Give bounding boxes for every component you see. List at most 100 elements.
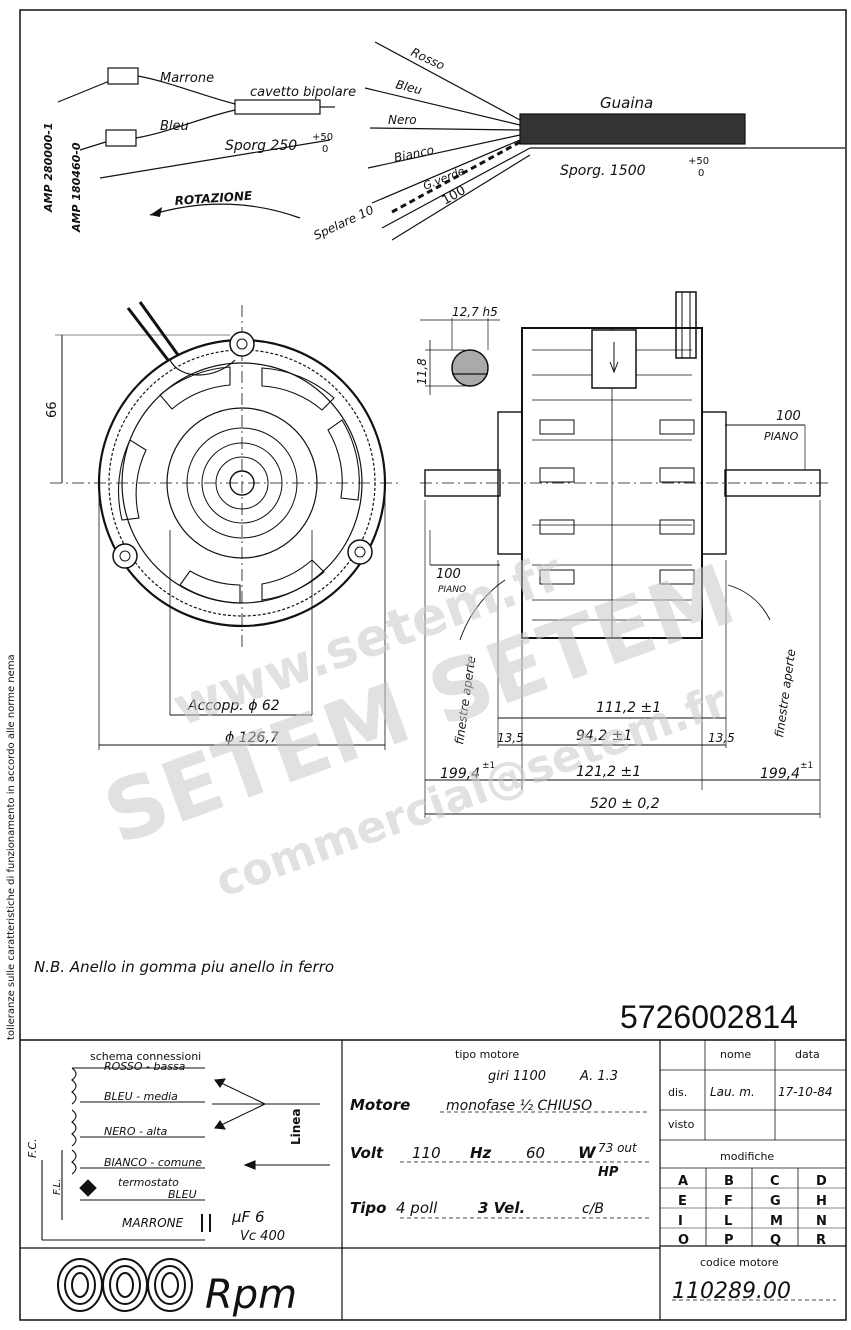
mod-letter: M <box>770 1214 783 1229</box>
schema-fl: F.L. <box>52 1179 63 1195</box>
schema-rosso: ROSSO - bassa <box>104 1060 186 1073</box>
speeds-value: 3 Vel. <box>478 1199 525 1217</box>
motor-code-label: codice motore <box>700 1256 779 1269</box>
title-block-grid <box>20 1039 846 1320</box>
hz-label: Hz <box>470 1144 492 1162</box>
piano-left-label: PIANO <box>438 585 466 595</box>
volt-value: 110 <box>412 1144 441 1162</box>
mod-letter: H <box>816 1194 827 1209</box>
schema-bianco: BIANCO - comune <box>104 1156 202 1169</box>
side-tolerance-note: tolleranze sulle caratteristiche di funz… <box>6 654 17 1040</box>
schema-bleu2: BLEU <box>168 1188 197 1201</box>
sheath-label: Guaina <box>600 94 653 112</box>
rotation-arrow-icon <box>150 207 162 217</box>
wire-bleu2-label: Bleu <box>394 77 424 97</box>
schema-title: schema connessioni <box>90 1050 201 1063</box>
sporg-1500-label: Sporg. 1500 <box>560 163 646 179</box>
motor-label: Motore <box>350 1096 410 1114</box>
mod-letter: F <box>724 1194 733 1209</box>
sporg-1500-tol-up: +50 <box>688 156 709 167</box>
schema-fc: F.C. <box>26 1138 39 1158</box>
dim-13-5-right: 13,5 <box>708 731 735 745</box>
mod-letter: P <box>724 1233 734 1248</box>
hp-label: HP <box>598 1165 619 1180</box>
dim-199-4-right-tol: ±1 <box>800 761 813 771</box>
tipo-label: Tipo <box>350 1199 386 1217</box>
logo-text: Rpm <box>205 1272 297 1318</box>
connection-schematic <box>41 1067 330 1241</box>
mod-letter: N <box>816 1214 827 1229</box>
sporg-250-tol-up: +50 <box>312 132 333 143</box>
company-logo: Rpm <box>57 1258 297 1318</box>
hz-value: 60 <box>526 1144 545 1162</box>
sporg-250-tol-down: 0 <box>322 144 328 155</box>
sheet-border <box>19 9 847 1321</box>
connector-label-2: AMP 180460-0 <box>70 142 83 233</box>
schema-linea: Linea <box>289 1108 303 1145</box>
schema-nero: NERO - alta <box>104 1125 168 1138</box>
mod-letter: O <box>678 1233 689 1248</box>
dim-199-4-right: 199,4 <box>760 766 800 782</box>
dim-199-4-left-tol: ±1 <box>482 761 495 771</box>
wire-nero-label: Nero <box>388 113 417 127</box>
strip-length-label: Spelare 10 <box>311 203 376 243</box>
mod-letter: R <box>816 1233 826 1248</box>
wire-bleu-label: Bleu <box>160 119 189 134</box>
dimension-66: 66 <box>45 401 60 418</box>
piano-left-value: 100 <box>436 567 461 582</box>
schema-marrone: MARRONE <box>122 1216 184 1230</box>
checked-label: visto <box>668 1118 695 1131</box>
dim-111-2: 111,2 ±1 <box>596 700 661 716</box>
motor-code: 110289.00 <box>672 1279 791 1304</box>
piano-right-value: 100 <box>776 409 801 424</box>
dim-94-2: 94,2 ±1 <box>576 728 632 744</box>
dim-199-4-left: 199,4 <box>440 766 480 782</box>
poles-value: 4 poll <box>396 1199 438 1217</box>
mod-letter: C <box>770 1174 780 1189</box>
motor-type-label: tipo motore <box>455 1048 519 1061</box>
dim-520: 520 ± 0,2 <box>590 796 660 812</box>
mod-letter: G <box>770 1194 781 1209</box>
cable-label: cavetto bipolare <box>250 85 356 100</box>
shaft-diameter: 12,7 h5 <box>452 305 498 319</box>
volt-label: Volt <box>350 1144 384 1162</box>
outer-diameter: ϕ 126,7 <box>225 730 279 746</box>
name-header: nome <box>720 1048 751 1061</box>
wire-marrone-label: Marrone <box>160 71 214 86</box>
sporg-1500-tol-down: 0 <box>698 168 704 179</box>
wire-length-100: 100 <box>440 183 469 208</box>
schema-bleu: BLEU - media <box>104 1090 178 1103</box>
motor-front-view <box>50 301 400 750</box>
capacitor-uf: μF 6 <box>231 1208 264 1226</box>
capacitor-vc: Vc 400 <box>240 1229 285 1244</box>
motor-a13: A. 1.3 <box>579 1069 618 1084</box>
part-number: 5726002814 <box>620 999 798 1035</box>
mod-letter: Q <box>770 1233 781 1248</box>
mod-letter: L <box>724 1214 732 1229</box>
watermark: www.setem.fr SETEM SETEM commercial@sete… <box>92 542 747 908</box>
connector-label-1: AMP 280000-1 <box>42 123 55 214</box>
motor-rpm: giri 1100 <box>488 1069 546 1084</box>
mod-letter: E <box>678 1194 687 1209</box>
mod-letter: I <box>678 1214 683 1229</box>
cb-value: c/B <box>582 1201 604 1217</box>
mod-letter: A <box>678 1174 688 1189</box>
drawn-by: Lau. m. <box>710 1085 755 1099</box>
dim-13-5-left: 13,5 <box>497 731 524 745</box>
open-windows-right: finestre aperte <box>772 648 798 738</box>
wiring-detail <box>57 41 845 241</box>
coupling-diameter: Accopp. ϕ 62 <box>187 698 280 714</box>
modifications-header: modifiche <box>720 1150 774 1163</box>
rotation-label: ROTAZIONE <box>174 189 253 208</box>
w-value: 73 out <box>598 1141 638 1155</box>
drawn-label: dis. <box>668 1086 687 1099</box>
schema-termostato: termostato <box>118 1176 179 1189</box>
piano-right-label: PIANO <box>764 430 799 443</box>
wire-bianco-label: Bianco <box>393 143 435 165</box>
mod-letter: D <box>816 1174 827 1189</box>
shaft-flat: 11,8 <box>415 358 429 385</box>
mod-letter: B <box>724 1174 734 1189</box>
w-label: W <box>578 1143 597 1162</box>
wire-rosso-label: Rosso <box>409 45 447 73</box>
